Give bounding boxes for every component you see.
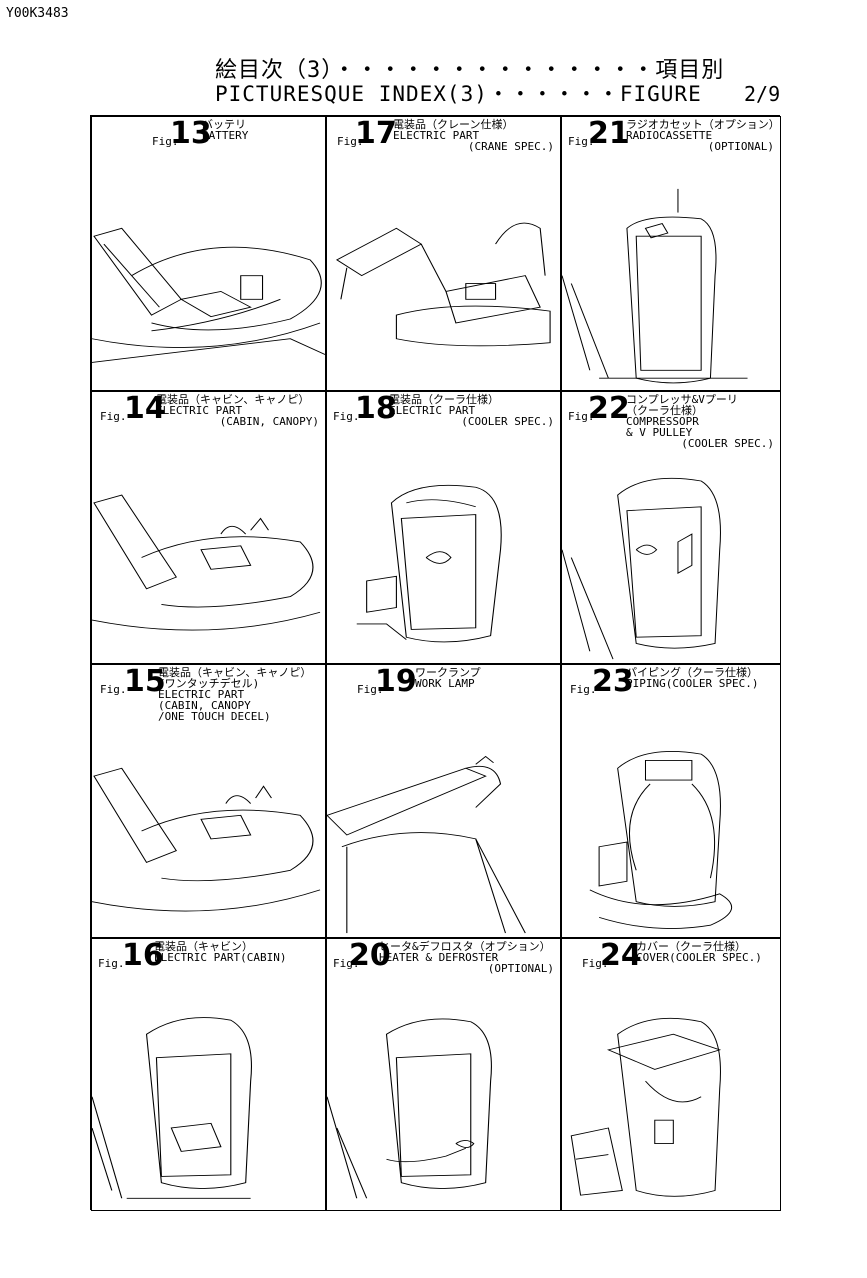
figure-number: 23 (592, 664, 634, 699)
figure-illustration (327, 755, 526, 934)
figure-number: 24 (600, 938, 642, 973)
figure-caption-line: (CRANE SPEC.) (467, 140, 554, 153)
figure-illustration (92, 1017, 252, 1199)
figure-illustration (335, 222, 551, 347)
figure-caption-line: 電装品（キャビン） (154, 940, 253, 953)
figure-caption-line: 電装品（クレーン仕様） (393, 118, 514, 131)
figure-caption-line: （クーラ仕様） (626, 404, 703, 417)
figure-prefix: Fig. (100, 410, 127, 423)
figure-caption-line: 電装品（キャビン、キャノピ） (158, 666, 312, 679)
figure-caption-line: (CABIN, CANOPY) (219, 415, 319, 428)
figure-number: 18 (355, 391, 397, 426)
title-japanese: 絵目次（3）・・・・・・・・・・・・・・項目別 (215, 58, 725, 83)
figure-caption-line: パイピング（クーラ仕様） (626, 666, 758, 679)
title-english: PICTURESQUE INDEX(3)・・・・・・FIGURE (215, 82, 702, 106)
figure-prefix: Fig. (582, 957, 609, 970)
figure-prefix: Fig. (333, 957, 360, 970)
figure-caption-line: RADIOCASSETTE (626, 129, 713, 142)
figure-illustration (327, 1018, 492, 1199)
document-id: Y00K3483 (6, 6, 69, 21)
figure-caption-line: ELECTRIC PART (158, 688, 245, 701)
figure-caption-line: WORK LAMP (415, 677, 475, 690)
figure-illustration (92, 227, 325, 363)
figure-caption-line: ELECTRIC PART(CABIN) (154, 951, 287, 964)
figure-caption-line: PIPING(COOLER SPEC.) (626, 677, 759, 690)
figure-illustration (356, 484, 502, 643)
figure-caption-line: COMPRESSOPR (626, 415, 699, 428)
figure-illustration (562, 477, 721, 660)
figure-caption-line: バッテリ (202, 118, 246, 131)
figure-caption-line: BATTERY (202, 129, 249, 142)
figure-caption-line: ELECTRIC PART (156, 404, 243, 417)
figure-caption-line: (COOLER SPEC.) (681, 437, 774, 450)
figure-illustration (562, 188, 748, 384)
figure-number: 16 (122, 938, 164, 973)
figure-prefix: Fig. (570, 683, 597, 696)
figure-caption-line: (OPTIONAL) (487, 962, 554, 975)
figure-caption-line: コンプレッサ&Vプーリ (626, 393, 738, 406)
figure-prefix: Fig. (100, 683, 127, 696)
figure-illustration (92, 494, 321, 631)
figure-illustration (570, 1017, 722, 1197)
figure-number: 15 (124, 664, 166, 699)
figure-caption-line: /ワンタッチデセル) (158, 677, 260, 690)
figure-caption-line: ヒータ&デフロスタ（オプション） (379, 940, 551, 953)
figure-prefix: Fig. (152, 135, 179, 148)
figure-caption-line: ワークランプ (415, 666, 481, 679)
figure-number: 20 (349, 938, 391, 973)
figure-caption-line: HEATER & DEFROSTER (379, 951, 499, 964)
page-number: 2/9 (744, 82, 781, 106)
figure-number: 17 (355, 116, 397, 151)
figure-prefix: Fig. (333, 410, 360, 423)
figure-prefix: Fig. (568, 410, 595, 423)
figure-illustration (92, 767, 321, 912)
figure-caption-line: /ONE TOUCH DECEL) (158, 710, 271, 723)
figure-caption-line: カバー（クーラ仕様） (636, 940, 746, 953)
figure-caption-line: (OPTIONAL) (707, 140, 774, 153)
figure-prefix: Fig. (357, 683, 384, 696)
figure-caption-line: ELECTRIC PART (393, 129, 480, 142)
figure-number: 21 (588, 116, 630, 151)
figure-caption-line: 電装品（キャビン、キャノピ） (156, 393, 310, 406)
figure-caption-line: COVER(COOLER SPEC.) (636, 951, 762, 964)
figure-prefix: Fig. (337, 135, 364, 148)
figure-prefix: Fig. (568, 135, 595, 148)
figure-caption-line: ラジオカセット（オプション） (626, 118, 780, 131)
figure-caption-line: 電装品（クーラ仕様） (389, 393, 499, 406)
figure-caption-line: (COOLER SPEC.) (461, 415, 554, 428)
figure-caption-line: ELECTRIC PART (389, 404, 476, 417)
figure-number: 13 (170, 116, 212, 151)
figure-illustration (589, 751, 732, 929)
figure-caption-line: (CABIN, CANOPY (158, 699, 251, 712)
figure-number: 14 (124, 391, 166, 426)
figure-prefix: Fig. (98, 957, 125, 970)
figure-number: 19 (375, 664, 417, 699)
figure-caption-line: & V PULLEY (626, 426, 693, 439)
figure-number: 22 (588, 391, 630, 426)
